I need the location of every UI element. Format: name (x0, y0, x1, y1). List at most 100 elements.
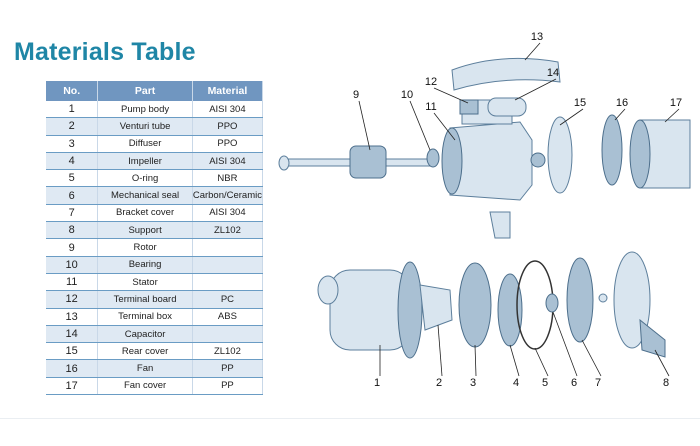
bracket-cover (566, 257, 608, 343)
cell-no: 1 (46, 101, 99, 119)
cell-no: 2 (46, 117, 99, 136)
cell-part: Diffuser (97, 135, 193, 153)
cell-part: Pump body (97, 101, 193, 119)
cell-part: Support (97, 221, 193, 240)
cell-part: Terminal board (97, 290, 193, 309)
cell-no: 4 (46, 152, 99, 171)
cell-no: 12 (46, 290, 99, 309)
leader-line (433, 87, 469, 104)
part-number-label: 13 (531, 31, 543, 43)
part-number-label: 10 (401, 89, 413, 101)
header-part: Part (97, 81, 193, 101)
support (489, 211, 511, 239)
mechanical-seal (545, 293, 559, 313)
leader-line (534, 347, 549, 377)
cell-no: 6 (46, 186, 99, 205)
cell-material: PC (192, 290, 264, 309)
leader-line (552, 311, 578, 377)
cell-part: Impeller (97, 152, 193, 171)
cell-part: Rear cover (97, 342, 193, 361)
part-number-label: 5 (542, 377, 548, 389)
capacitor (487, 97, 527, 117)
part-number-label: 8 (663, 377, 669, 389)
cell-material: ZL102 (192, 342, 264, 361)
terminal-board (459, 99, 479, 115)
part-number-label: 4 (513, 377, 519, 389)
fan-cover (629, 119, 691, 189)
part-number-label: 9 (353, 89, 359, 101)
part-number-label: 11 (425, 101, 436, 113)
leader-line (514, 78, 557, 101)
cell-material (192, 256, 264, 274)
cell-material (192, 325, 264, 344)
pump-body (317, 261, 423, 359)
cell-material: AISI 304 (192, 204, 264, 223)
cell-no: 14 (46, 325, 99, 344)
leader-line (654, 349, 670, 377)
leader-line (474, 344, 477, 377)
header-material: Material (192, 81, 264, 101)
cell-material: PPO (192, 135, 264, 153)
cell-material: PP (192, 359, 264, 378)
cell-part: Terminal box (97, 308, 193, 326)
table-header-row: No. Part Material (46, 81, 264, 101)
leader-line (664, 108, 680, 123)
part-number-label: 14 (547, 67, 559, 79)
cell-no: 16 (46, 359, 99, 378)
part-number-label: 16 (616, 97, 628, 109)
leader-line (437, 324, 443, 377)
cell-no: 5 (46, 169, 99, 188)
terminal-box (451, 57, 561, 91)
part-number-label: 17 (670, 97, 682, 109)
rotor-shaft (278, 145, 431, 179)
cell-part: Bearing (97, 256, 193, 274)
cell-no: 8 (46, 221, 99, 240)
leader-line (614, 108, 626, 121)
diffuser (458, 262, 492, 348)
cell-material: PPO (192, 117, 264, 136)
cell-part: Rotor (97, 238, 193, 257)
fan (601, 114, 623, 186)
leader-line (581, 339, 602, 377)
leader-line (409, 100, 431, 151)
cell-material: PP (192, 377, 264, 396)
cell-material: NBR (192, 169, 264, 188)
leader-line (524, 42, 541, 61)
cell-no: 7 (46, 204, 99, 223)
cell-no: 17 (46, 377, 99, 396)
part-number-label: 6 (571, 377, 577, 389)
cell-material: AISI 304 (192, 101, 264, 119)
cell-part: Venturi tube (97, 117, 193, 136)
part-number-label: 2 (436, 377, 442, 389)
cell-material: AISI 304 (192, 152, 264, 171)
support-bracket (613, 251, 666, 358)
cell-material (192, 273, 264, 292)
cell-no: 11 (46, 273, 99, 292)
part-number-label: 3 (470, 377, 476, 389)
part-number-label: 7 (595, 377, 601, 389)
cell-no: 10 (46, 256, 99, 274)
cell-part: Fan cover (97, 377, 193, 396)
leader-line (509, 344, 520, 377)
leader-line (559, 108, 584, 126)
part-number-label: 12 (425, 76, 437, 88)
cell-part: Mechanical seal (97, 186, 193, 205)
cell-no: 13 (46, 308, 99, 326)
bearing (426, 148, 440, 168)
part-number-label: 15 (574, 97, 586, 109)
divider (0, 418, 700, 419)
